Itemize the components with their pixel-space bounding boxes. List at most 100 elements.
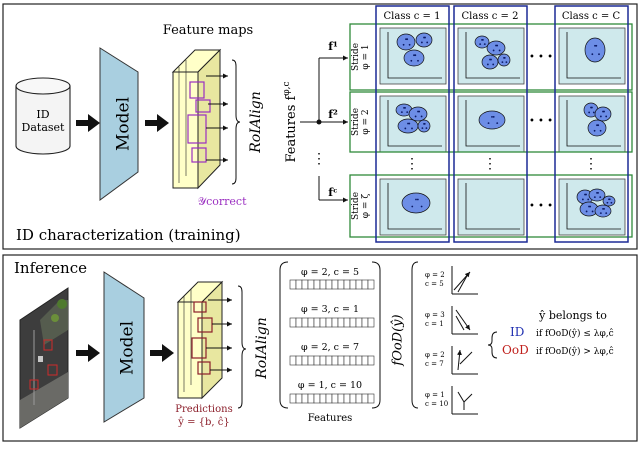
feature-point	[420, 41, 423, 44]
stride-value-z: φ = ζ	[361, 194, 371, 219]
f-ood-label: fOoD(ŷ)	[391, 314, 406, 366]
score-plot-1	[451, 266, 478, 295]
v-ellipsis-col2: ⋮	[483, 156, 497, 172]
scores-brace	[411, 261, 419, 409]
feature-vector-cell	[307, 317, 315, 328]
feature-vector-cell	[295, 317, 303, 328]
id-label: ID	[510, 325, 524, 339]
feature-point	[424, 36, 426, 39]
feature-point	[420, 115, 423, 118]
feature-vector-cell	[325, 317, 333, 328]
feature-vectors	[289, 279, 375, 404]
feature-point	[482, 39, 484, 41]
score-c-4: c = 10	[425, 400, 448, 408]
arrow-dataset-to-model	[76, 114, 100, 132]
feature-vector-cell	[301, 393, 309, 404]
feature-vector-cell	[331, 355, 339, 366]
score-phi-3: φ = 2	[425, 351, 445, 359]
feature-vector-cell	[295, 279, 303, 290]
training-caption: ID characterization (training)	[16, 226, 241, 244]
model-block	[99, 47, 139, 201]
feature-cluster	[403, 49, 425, 67]
v-ellipsis-col1: ⋮	[405, 156, 419, 172]
inference-roialign-label: RoIAlign	[254, 317, 270, 380]
feature-point	[414, 54, 417, 57]
feature-vector-cell	[289, 393, 297, 404]
inference-panel	[2, 254, 638, 442]
feature-row-label-4: φ = 1, c = 10	[298, 380, 362, 391]
feature-point	[408, 122, 411, 125]
dataset-label-line1: ID	[36, 108, 49, 121]
feature-cluster	[584, 37, 606, 63]
feature-vector-cell	[367, 279, 375, 290]
predictions-formula: ŷ = {b, ĉ}	[177, 417, 229, 428]
feature-point	[410, 59, 413, 62]
id-dataset-cylinder	[15, 77, 71, 155]
feature-point	[400, 111, 403, 113]
roi-box	[187, 114, 207, 144]
vertical-ellipsis-branch: ⋮	[312, 151, 326, 167]
class-header-c: Class c = C	[562, 11, 621, 22]
feature-vector-cell	[313, 317, 321, 328]
feature-point	[492, 63, 495, 66]
feature-point	[411, 205, 414, 208]
feature-point	[414, 115, 417, 118]
feature-point	[597, 192, 599, 194]
feature-point	[417, 59, 419, 62]
feature-vector-cell	[307, 355, 315, 366]
inference-model-block	[103, 271, 145, 423]
feature-point	[402, 43, 405, 46]
feature-point	[496, 122, 499, 125]
feature-point	[426, 41, 429, 44]
feature-point	[599, 115, 602, 118]
feature-point	[416, 198, 419, 201]
feature-vector-cell	[343, 317, 351, 328]
feature-map-block	[171, 48, 222, 190]
stride-value-2: φ = 2	[361, 109, 371, 134]
feature-vector-cell	[319, 317, 327, 328]
feature-point	[421, 127, 424, 129]
feature-vector-cell	[337, 355, 345, 366]
stride-row-1	[349, 23, 633, 91]
feature-vector-cell	[343, 279, 351, 290]
stride-title-2: Stride	[351, 108, 361, 136]
feature-cluster	[486, 40, 506, 56]
score-phi-2: φ = 3	[425, 311, 445, 319]
inference-brace	[237, 285, 247, 409]
stride-row-2	[349, 91, 633, 153]
stride-value-1: φ = 1	[361, 44, 371, 69]
roialign-label: RoIAlign	[248, 91, 264, 154]
roi-box	[195, 99, 211, 113]
feature-vector-cell	[313, 279, 321, 290]
cell-axes	[465, 100, 520, 147]
cell-axes	[566, 32, 621, 79]
class-column-c	[554, 5, 629, 243]
feature-point	[492, 115, 495, 118]
fz-label: fᶜ	[328, 186, 338, 199]
feature-vector-cell	[367, 355, 375, 366]
feature-point	[483, 43, 486, 45]
feature-point	[591, 53, 594, 56]
stride-title-1: Stride	[351, 43, 361, 71]
feature-point	[491, 115, 493, 118]
feature-point	[407, 122, 409, 125]
feature-vector-cell	[319, 355, 327, 366]
grid-cell	[457, 178, 525, 236]
f1-label: f¹	[328, 40, 338, 53]
predictions-label: Predictions	[175, 404, 232, 415]
score-c-2: c = 1	[425, 320, 444, 328]
feature-point	[591, 210, 594, 213]
feature-cluster	[417, 119, 431, 133]
feature-point	[595, 44, 598, 47]
feature-point	[593, 196, 596, 199]
feature-point	[603, 110, 605, 113]
feature-vector-cell	[331, 393, 339, 404]
feature-cluster	[497, 53, 511, 67]
feature-maps-title: Feature maps	[163, 23, 253, 38]
training-panel	[2, 3, 638, 250]
feature-vector-cell	[313, 355, 321, 366]
feature-point	[413, 54, 415, 57]
arrow-model-to-featuremaps	[145, 114, 169, 132]
feature-vector-cell	[349, 355, 357, 366]
